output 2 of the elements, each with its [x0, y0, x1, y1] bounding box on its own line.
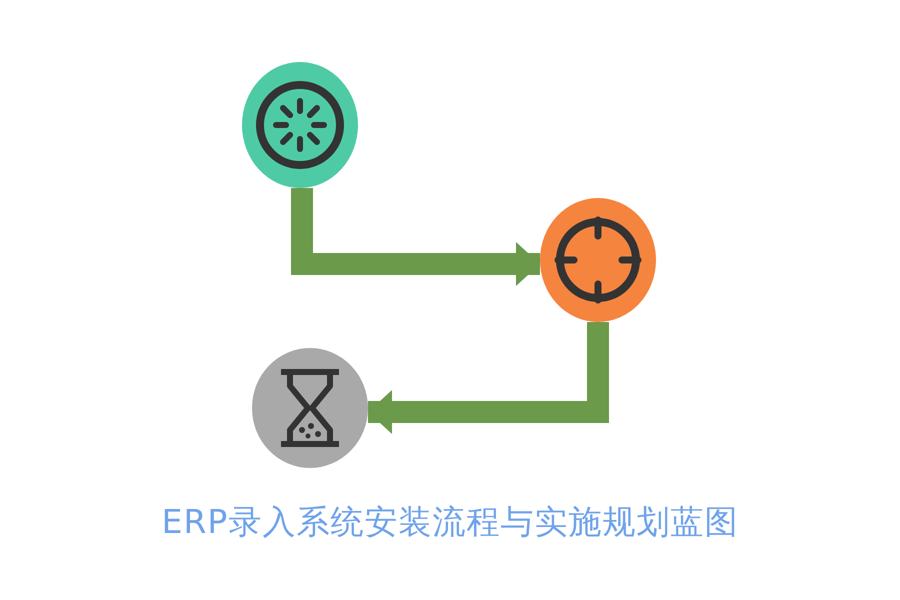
elbow-arrow [368, 322, 609, 434]
title: ERP录入系统安装流程与实施规划蓝图 [160, 501, 740, 543]
